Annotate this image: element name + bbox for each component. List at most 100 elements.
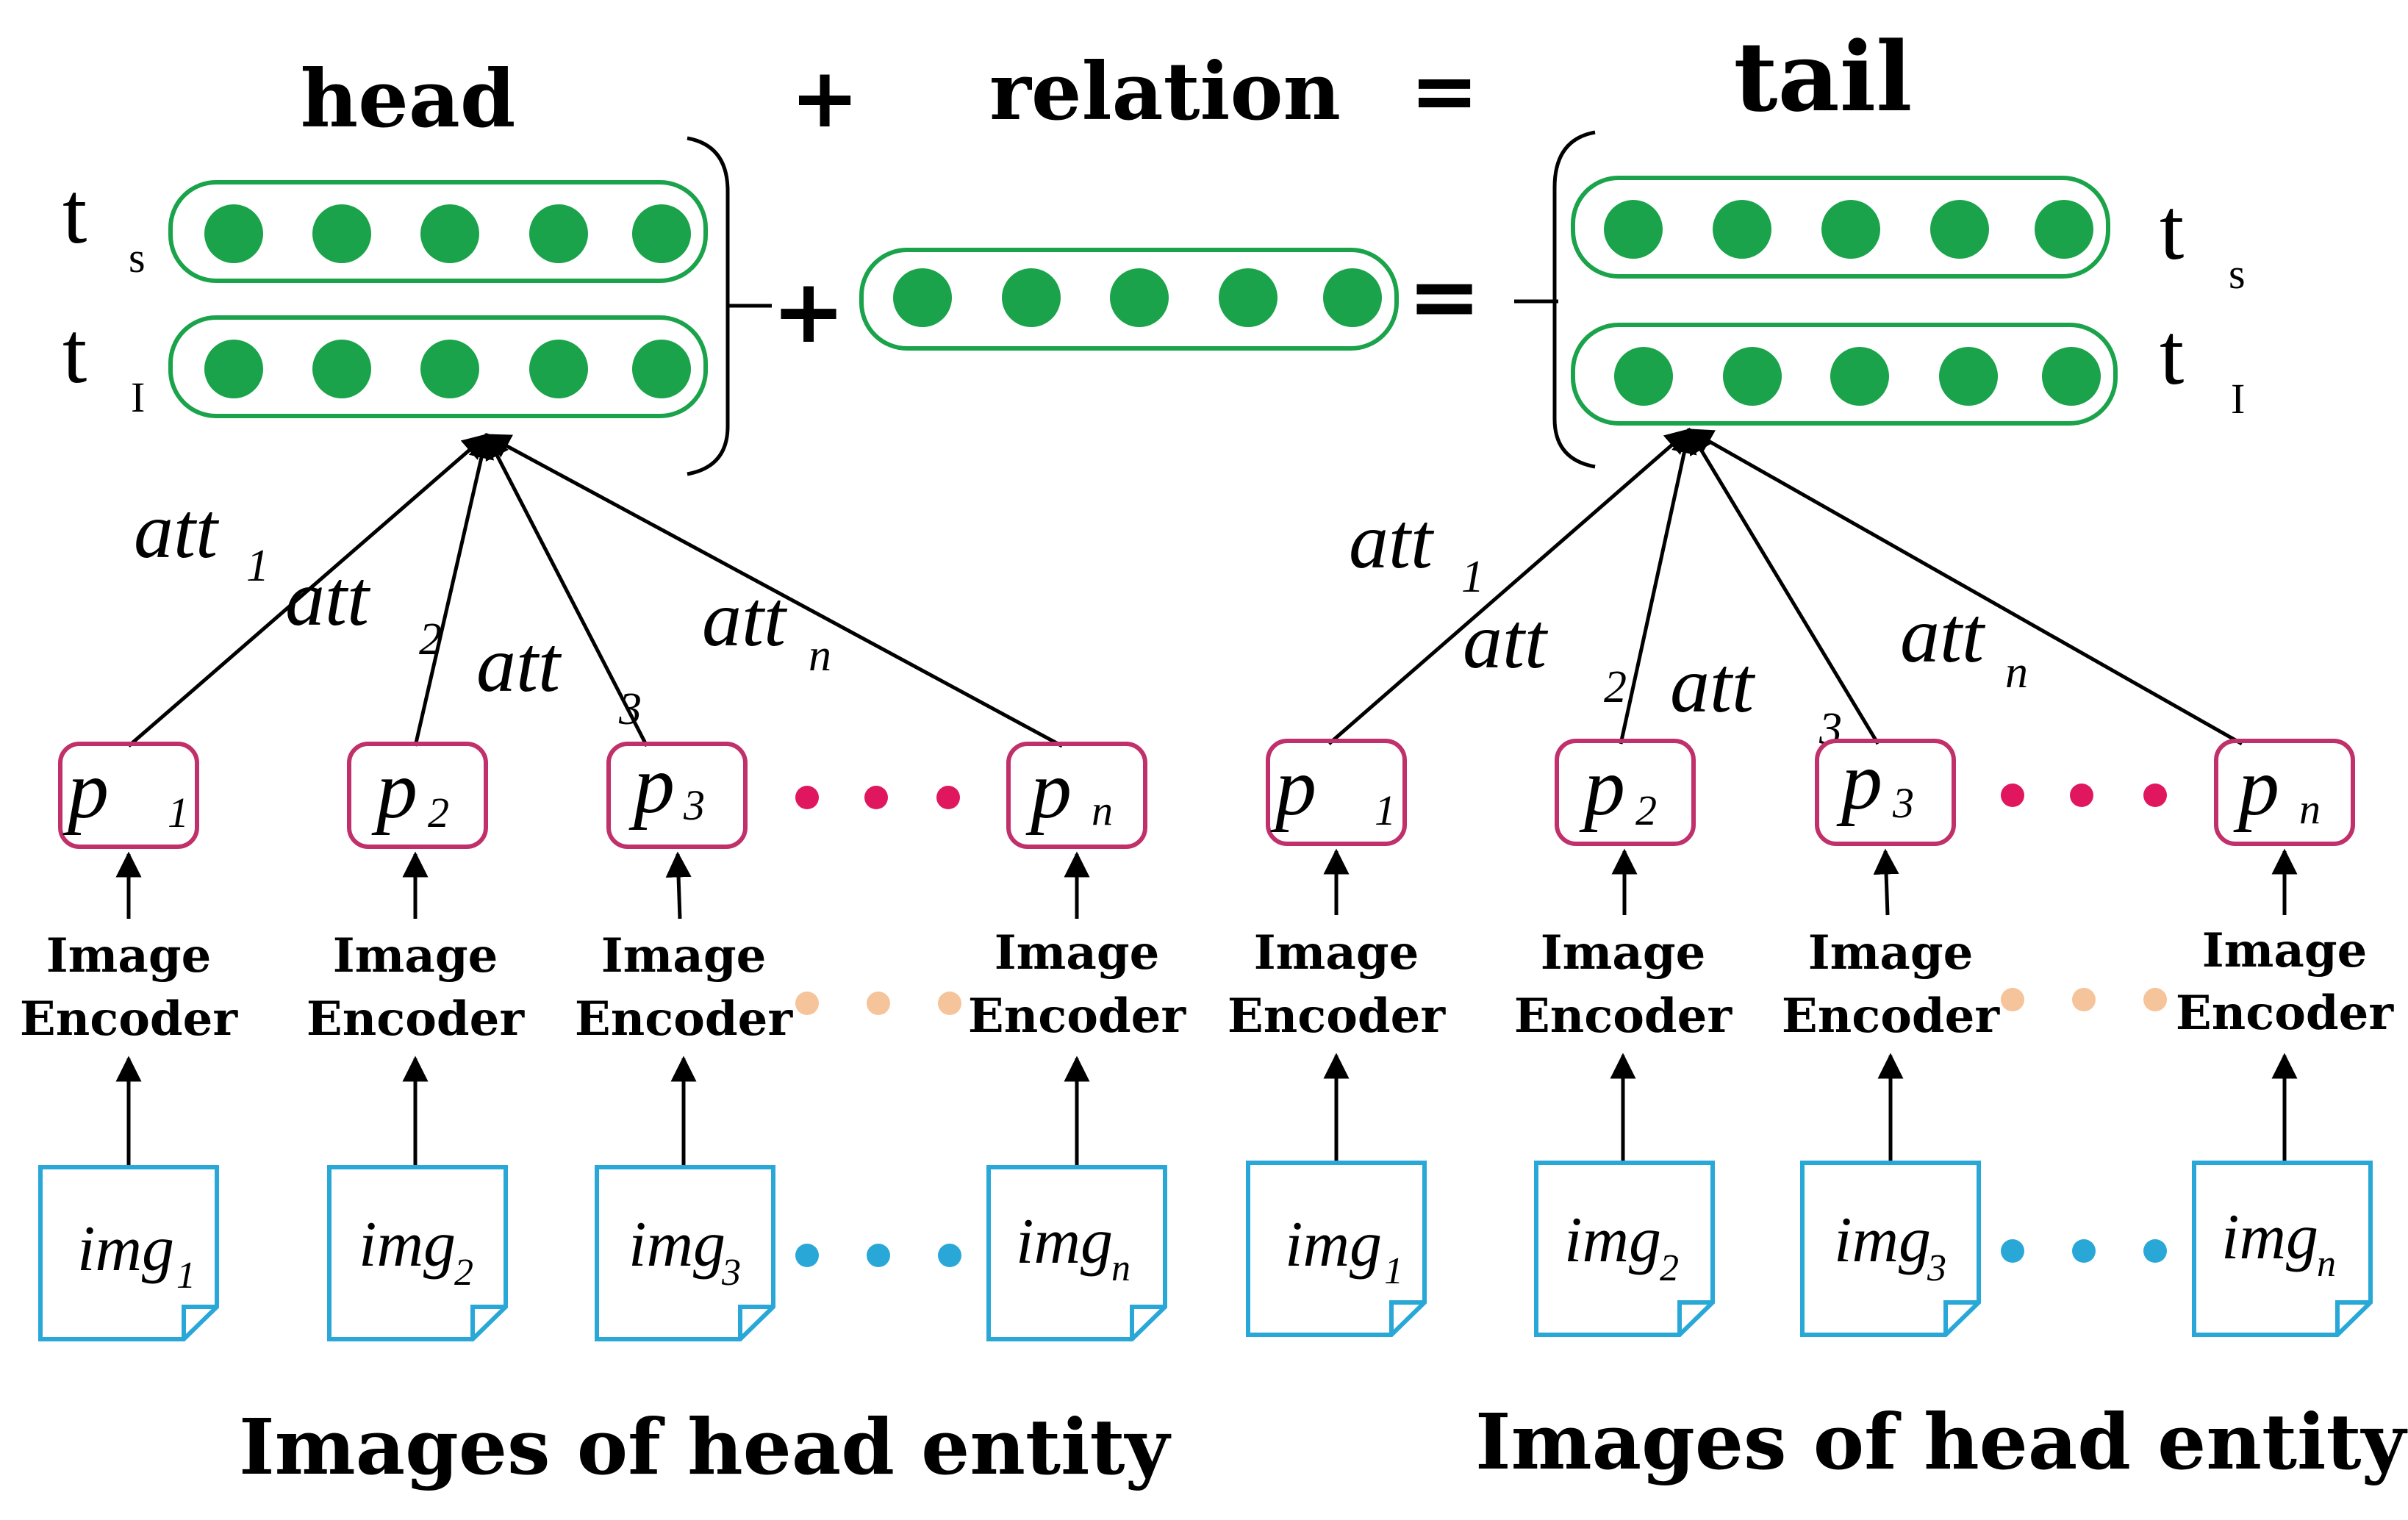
head-att3-label: att [476,621,562,709]
tail-t-s-sub: s [2229,250,2246,298]
svg-text:Encoder: Encoder [968,989,1186,1044]
tail-encoder-2: Image Encoder [1514,925,1732,1044]
svg-text:Encoder: Encoder [1782,989,2000,1044]
svg-text:Encoder: Encoder [575,992,793,1047]
head-t-i-label: t [62,304,87,401]
svg-text:img: img [1016,1206,1113,1277]
svg-text:3: 3 [1927,1247,1946,1289]
svg-text:p: p [1579,742,1625,833]
svg-text:img: img [1834,1205,1931,1276]
svg-text:1: 1 [176,1255,196,1297]
svg-text:n: n [2317,1243,2336,1285]
svg-text:1: 1 [1384,1250,1403,1292]
svg-text:3: 3 [721,1252,741,1294]
svg-text:Image: Image [1808,925,1974,981]
head-images-caption: Images of head entity [239,1402,1171,1492]
tail-t-s-vector [1571,176,2110,279]
svg-text:n: n [1111,1247,1130,1289]
svg-text:img: img [2221,1202,2318,1273]
tail-encoder-n: Image Encoder [2176,923,2394,1041]
tail-att1-label: att [1349,498,1435,585]
tail-patch-3: p 3 [1815,736,1956,846]
head-right-bracket [687,136,730,476]
svg-text:Image: Image [995,925,1160,981]
tail-t-i-label: t [2160,305,2184,403]
svg-text:2: 2 [1635,786,1657,834]
svg-text:img: img [77,1214,174,1285]
head-encoder-arrows [115,851,1090,919]
svg-text:3: 3 [683,781,705,829]
svg-text:img: img [359,1209,456,1280]
svg-text:2: 2 [1660,1247,1679,1289]
svg-text:Encoder: Encoder [20,992,238,1047]
tail-encoder-1: Image Encoder [1228,925,1446,1044]
svg-text:n: n [2299,785,2321,833]
head-att3-sub: 3 [618,684,642,734]
tail-image-dots [2001,1239,2167,1263]
tail-image-3-icon: img 3 [1800,1161,1981,1337]
head-image-arrows [115,1055,1090,1167]
svg-text:img: img [1285,1209,1382,1280]
head-t-i-sub: I [131,373,145,421]
tail-embedding-group: t s t I [1552,130,2246,469]
svg-text:img: img [628,1209,725,1280]
relation-dots [893,268,1382,327]
title-plus: + [790,51,859,146]
head-image-n-icon: img n [986,1165,1167,1341]
svg-text:2: 2 [454,1252,473,1294]
svg-text:p: p [2233,742,2279,833]
tail-attn-sub: n [2005,648,2028,698]
relation-vector [859,248,1399,351]
head-patch-n: p n [1006,742,1147,849]
head-image-2-icon: img 2 [327,1165,508,1341]
title-head: head [301,53,516,146]
head-t-i-dots [204,340,691,398]
tail-attention-lines [1327,427,2243,746]
svg-text:Encoder: Encoder [1514,989,1732,1044]
head-encoder-3: Image Encoder [575,928,793,1047]
svg-text:p: p [628,739,675,831]
head-patch-3: p 3 [606,739,748,849]
tail-t-i-sub: I [2231,375,2245,423]
operator-plus: + [772,261,846,363]
tail-encoder-dots [2001,988,2167,1011]
head-att2-label: att [285,555,371,642]
svg-text:Image: Image [333,928,498,983]
tail-image-2-icon: img 2 [1534,1161,1715,1337]
head-t-s-vector [168,180,708,283]
svg-text:1: 1 [1375,786,1396,834]
tail-encoder-arrows [1323,848,2298,916]
head-patch-2: p 2 [347,742,488,849]
tail-patch-dots [2001,784,2167,807]
head-attention-lines [127,432,1064,748]
tail-image-n-icon: img n [2192,1161,2373,1337]
tail-att2-sub: 2 [1604,662,1627,712]
svg-text:Image: Image [46,928,212,983]
svg-text:1: 1 [168,789,189,836]
svg-text:Encoder: Encoder [1228,989,1446,1044]
svg-text:p: p [1025,745,1072,836]
svg-text:Image: Image [601,928,767,983]
head-encoder-1: Image Encoder [20,928,238,1047]
svg-text:img: img [1564,1205,1661,1276]
tail-t-s-label: t [2160,180,2184,278]
title-tail: tail [1733,21,1912,133]
head-embedding-group: t s t I [62,136,730,476]
tail-t-i-dots [1614,347,2101,406]
title-relation: relation [989,46,1341,138]
svg-text:3: 3 [1892,779,1914,827]
tail-patch-n: p n [2214,739,2355,846]
tail-image-1-icon: img 1 [1246,1161,1427,1337]
head-att1-sub: 1 [246,541,269,591]
svg-text:p: p [371,745,418,836]
head-patch-dots [795,786,960,809]
tail-att3-label: att [1670,642,1756,729]
tail-att2-label: att [1463,598,1549,685]
head-image-dots [795,1244,961,1267]
head-image-3-icon: img 3 [595,1165,775,1341]
tail-encoder-3: Image Encoder [1782,925,2000,1044]
svg-text:Image: Image [2202,923,2368,978]
svg-text:n: n [1092,786,1113,834]
title-equals: = [1410,43,1479,139]
